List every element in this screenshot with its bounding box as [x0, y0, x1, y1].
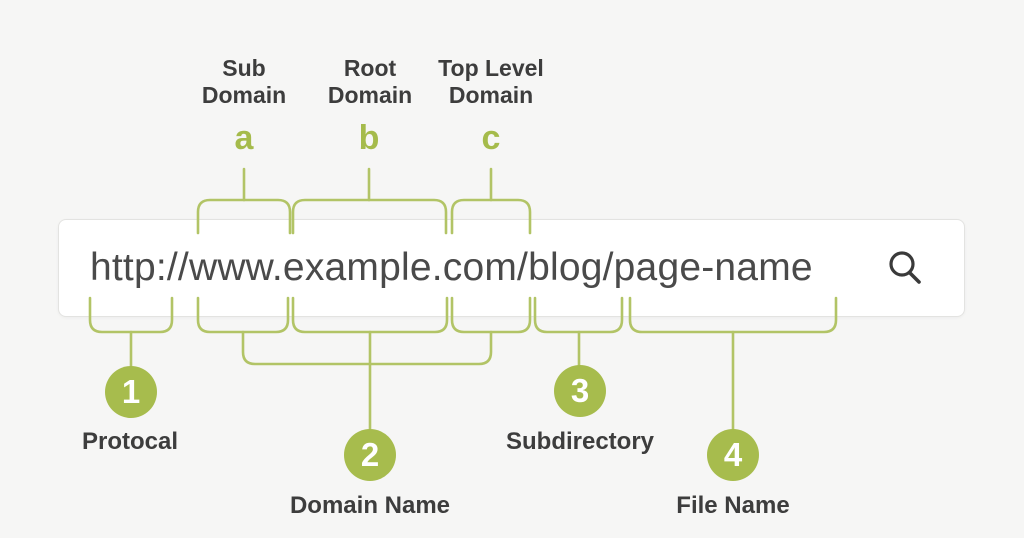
circle-1-number: 1 — [121, 373, 141, 410]
label-file-name: File Name — [676, 492, 790, 519]
circle-2-number: 2 — [360, 436, 380, 473]
circle-4-file-name: 4 — [707, 429, 759, 481]
circle-2-domain-name: 2 — [344, 429, 396, 481]
label-root-domain: Root Domain — [327, 55, 413, 108]
label-sub-domain: Sub Domain — [201, 55, 287, 108]
circle-1-protocol: 1 — [105, 366, 157, 418]
circle-3-subdirectory: 3 — [554, 365, 606, 417]
search-icon[interactable] — [884, 248, 926, 290]
search-bar[interactable]: http://www.example.com/blog/page-name — [58, 219, 965, 317]
circle-4-number: 4 — [723, 436, 743, 473]
letter-b: b — [358, 119, 380, 157]
letter-a: a — [234, 119, 254, 157]
bracket-domain-name-combined — [241, 330, 493, 366]
label-subdirectory: Subdirectory — [505, 428, 655, 455]
label-top-level-domain: Top Level Domain — [438, 55, 544, 108]
url-input[interactable]: http://www.example.com/blog/page-name — [90, 246, 813, 289]
circle-3-number: 3 — [570, 372, 590, 409]
letter-c: c — [481, 119, 501, 157]
label-domain-name: Domain Name — [289, 492, 451, 519]
label-protocol: Protocal — [81, 428, 179, 455]
